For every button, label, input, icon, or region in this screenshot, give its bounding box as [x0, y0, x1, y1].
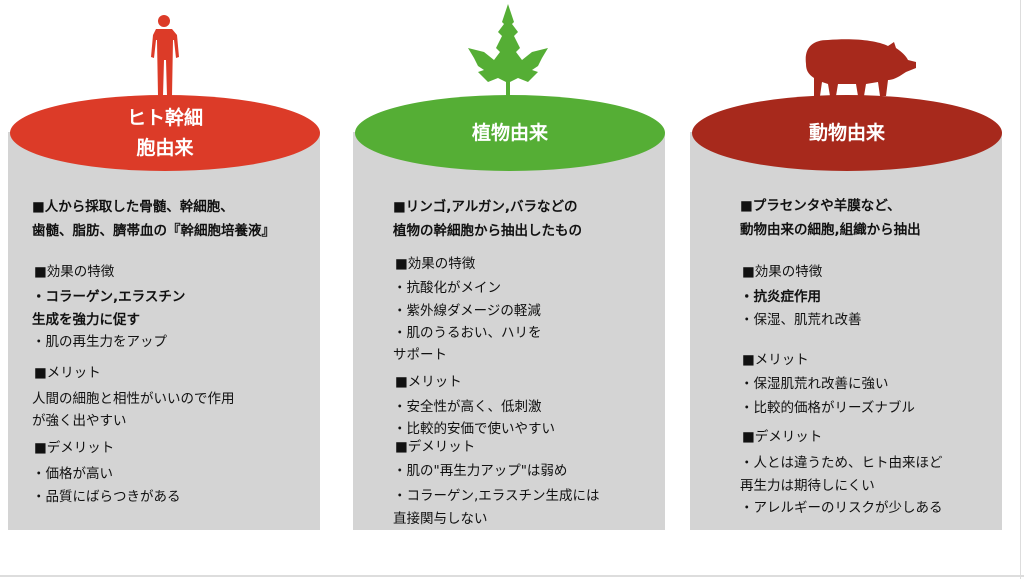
human-stem-cell-panel [8, 132, 320, 530]
list-item: ・保湿肌荒れ改善に強い [740, 376, 889, 392]
list-item: ・比較的価格がリーズナブル [740, 400, 915, 416]
list-item: ・コラーゲン,エラスチン生成には [393, 488, 600, 504]
title-line: ヒト幹細 [126, 107, 203, 129]
list-item: ・肌のうるおい、ハリを [393, 325, 542, 341]
list-item: ・抗酸化がメイン [393, 280, 501, 296]
list-item: が強く出やすい [32, 413, 127, 429]
list-item: 生成を強力に促す [32, 312, 140, 328]
section-heading: ■メリット [742, 352, 809, 368]
list-item: ・肌の"再生力アップ"は弱め [393, 463, 568, 479]
list-item: 再生力は期待しにくい [740, 478, 875, 494]
section-heading: ■リンゴ,アルガン,バラなどの [393, 199, 578, 215]
section-heading: ■メリット [34, 365, 101, 381]
right-border [1020, 0, 1021, 579]
person-icon [147, 14, 181, 100]
list-item: ・保湿、肌荒れ改善 [740, 312, 862, 328]
section-heading: ■デメリット [34, 440, 115, 456]
list-item: ・アレルギーのリスクが少しある [740, 500, 943, 516]
section-heading: ■デメリット [395, 439, 476, 455]
pig-icon [802, 38, 920, 100]
list-item: 人間の細胞と相性がいいので作用 [32, 391, 235, 407]
leaf-icon [458, 2, 558, 100]
animal-derived-panel [690, 132, 1002, 530]
list-item: ・人とは違うため、ヒト由来ほど [740, 455, 943, 471]
list-item: ・抗炎症作用 [740, 289, 821, 305]
list-item: ・肌の再生力をアップ [32, 334, 167, 350]
list-item: ・品質にばらつきがある [32, 489, 181, 505]
section-heading: ■効果の特徴 [395, 256, 476, 272]
bottom-border [0, 575, 1024, 577]
human-stem-cell-title: ヒト幹細胞由来 [10, 95, 320, 171]
plant-derived-panel [353, 132, 665, 530]
list-item: 歯髄、脂肪、臍帯血の『幹細胞培養液』 [32, 223, 275, 239]
plant-derived-title: 植物由来 [355, 95, 665, 171]
section-heading: ■プラセンタや羊膜など、 [740, 198, 901, 214]
list-item: ・価格が高い [32, 466, 113, 482]
animal-derived-title: 動物由来 [692, 95, 1002, 171]
list-item: ・紫外線ダメージの軽減 [393, 303, 541, 319]
title-line: 植物由来 [471, 122, 548, 144]
title-line: 胞由来 [136, 137, 194, 159]
title-line: 動物由来 [808, 122, 885, 144]
section-heading: ■人から採取した骨髄、幹細胞、 [32, 199, 234, 215]
section-heading: ■メリット [395, 374, 462, 390]
section-heading: ■効果の特徴 [34, 264, 115, 280]
list-item: 直接関与しない [393, 511, 488, 527]
list-item: ・安全性が高く、低刺激 [393, 399, 542, 415]
list-item: ・コラーゲン,エラスチン [32, 289, 186, 305]
list-item: サポート [393, 347, 447, 363]
list-item: 植物の幹細胞から抽出したもの [393, 223, 582, 239]
list-item: ・比較的安価で使いやすい [393, 421, 555, 437]
list-item: 動物由来の細胞,組織から抽出 [740, 222, 921, 238]
section-heading: ■効果の特徴 [742, 264, 823, 280]
section-heading: ■デメリット [742, 429, 823, 445]
